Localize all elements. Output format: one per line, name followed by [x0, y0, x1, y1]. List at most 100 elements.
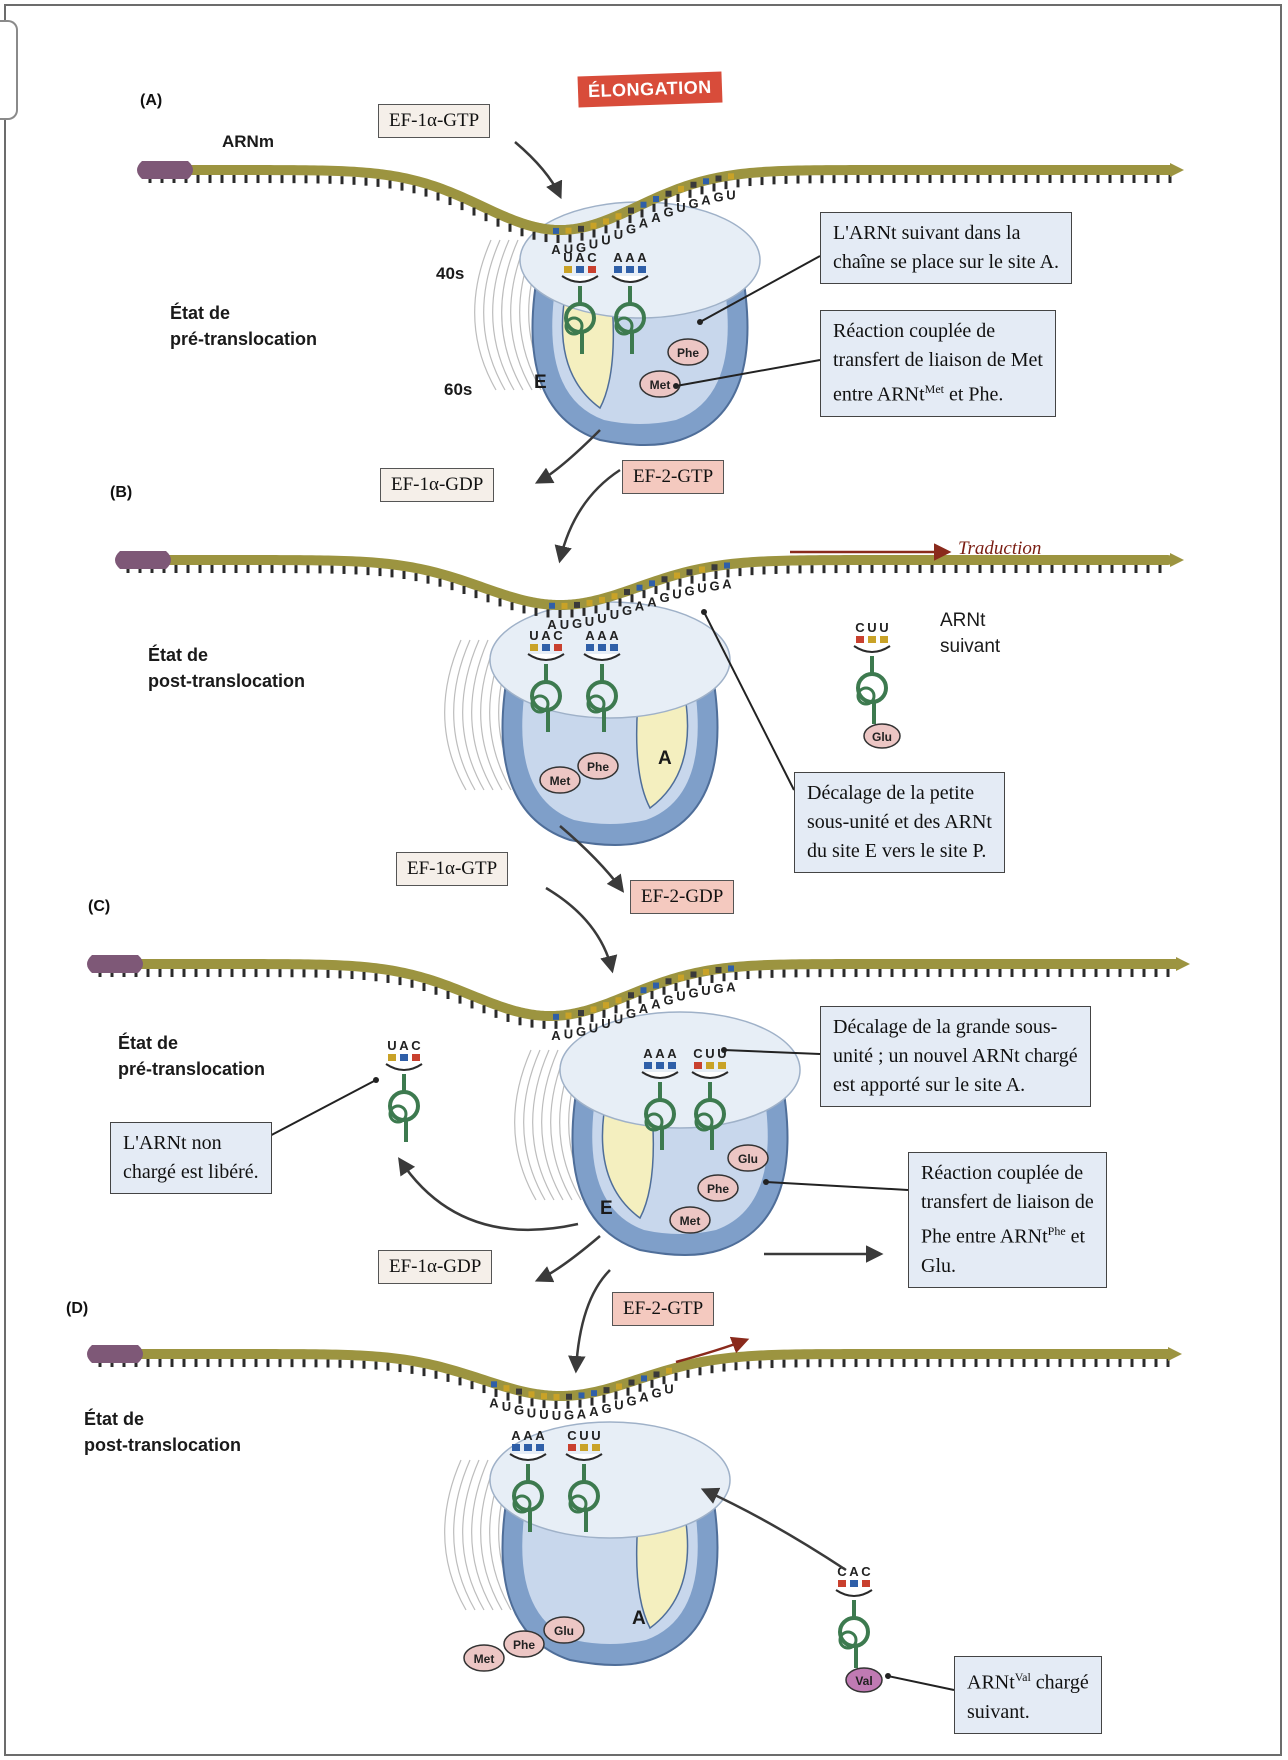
anticodon-base-mark: [838, 1580, 846, 1587]
anticodon-letter: C: [861, 1564, 871, 1579]
codon-base-mark: [616, 997, 622, 1003]
trna-arm: [386, 1064, 422, 1070]
codon-letter: A: [589, 1404, 599, 1419]
mrna-end-a: [1170, 163, 1184, 177]
leader-dot-b-shift: [701, 609, 707, 615]
codon-base-mark: [491, 1381, 497, 1387]
anticodon-base-mark: [542, 644, 550, 651]
codon-letter: G: [564, 1408, 574, 1423]
codon-base-mark: [579, 1392, 585, 1398]
trna-arm: [836, 1590, 872, 1596]
leader-b-shift: [704, 612, 794, 790]
factor-ef1-gdp-cd: EF-1α-GDP: [378, 1250, 492, 1284]
amino-acid-label-glu: Glu: [872, 730, 892, 744]
state-a-line1: État de: [170, 300, 317, 326]
note-b-line1: Décalage de la petite: [807, 779, 992, 808]
anticodon-letter: U: [879, 620, 888, 635]
codon-letter: A: [551, 242, 561, 257]
codon-letter: U: [601, 232, 610, 247]
factor-ef1-gtp-bc: EF-1α-GTP: [396, 852, 508, 886]
codon-letter: U: [664, 1382, 673, 1397]
anticodon-base-mark: [388, 1054, 396, 1061]
leader-dot-c-released: [373, 1077, 379, 1083]
codon-base-mark: [678, 975, 684, 981]
arrow-ab-ef1-out: [538, 430, 600, 482]
codon-letter: G: [663, 205, 673, 220]
codon-letter: G: [572, 616, 582, 631]
anticodon-base-mark: [580, 1444, 588, 1451]
panel-label-b: (B): [110, 484, 132, 502]
state-d-line1: État de: [84, 1406, 241, 1432]
codon-base-mark: [703, 178, 709, 184]
codon-base-mark: [641, 202, 647, 208]
codon-letter: A: [639, 216, 649, 231]
note-d-line1-sup: Val: [1015, 1670, 1031, 1684]
codon-letter: G: [576, 1024, 586, 1039]
codon-base-mark: [666, 191, 672, 197]
mrna-cap-d: [87, 1345, 143, 1363]
anticodon-base-mark: [868, 636, 876, 643]
anticodon-base-mark: [644, 1062, 652, 1069]
factor-ef1-gtp-a: EF-1α-GTP: [378, 104, 490, 138]
codon-base-mark: [574, 602, 580, 608]
state-c-line2: pré-translocation: [118, 1056, 265, 1082]
codon-base-mark: [641, 1375, 647, 1381]
anticodon-base-mark: [588, 266, 596, 273]
state-label-c: État de pré-translocation: [118, 1030, 265, 1082]
note-a1-line1: L'ARNt suivant dans la: [833, 219, 1059, 248]
anticodon-base-mark: [880, 636, 888, 643]
note-val-trna: ARNtVal chargé suivant.: [954, 1656, 1102, 1734]
anticodon-letter: U: [529, 628, 538, 643]
anticodon-letter: C: [567, 1428, 577, 1443]
codon-base-mark: [712, 564, 718, 570]
anticodon-base-mark: [694, 1062, 702, 1069]
note-met-transfer: Réaction couplée de transfert de liaison…: [820, 310, 1056, 417]
codon-base-mark: [699, 567, 705, 573]
arrow-ab-ef2-in: [560, 470, 620, 560]
codon-base-mark: [591, 1390, 597, 1396]
note-a2-line3: entre ARNtMet et Phe.: [833, 375, 1043, 410]
anticodon-base-mark: [586, 644, 594, 651]
anticodon-letter: A: [667, 1046, 677, 1061]
anticodon-base-mark: [512, 1444, 520, 1451]
codon-base-mark: [691, 971, 697, 977]
codon-letter: A: [577, 1406, 587, 1421]
anticodon-base-mark: [412, 1054, 420, 1061]
state-label-d: État de post-translocation: [84, 1406, 241, 1458]
anticodon-base-mark: [536, 1444, 544, 1451]
anticodon-base-mark: [530, 644, 538, 651]
note-c1-line3: est apporté sur le site A.: [833, 1071, 1078, 1100]
codon-letter: A: [489, 1395, 499, 1410]
state-label-b: État de post-translocation: [148, 642, 305, 694]
anticodon-letter: A: [625, 250, 635, 265]
anticodon-letter: A: [541, 628, 551, 643]
anticodon-letter: C: [693, 1046, 703, 1061]
mrna-cap-a: [137, 161, 193, 179]
note-c3-line4: Glu.: [921, 1252, 1094, 1281]
note-b-line2: sous-unité et des ARNt: [807, 808, 992, 837]
anticodon-base-mark: [564, 266, 572, 273]
codon-letter: A: [701, 192, 711, 207]
codon-base-mark: [612, 593, 618, 599]
codon-letter: G: [626, 1006, 636, 1021]
mrna-strand-d: [100, 1354, 1168, 1396]
codon-letter: G: [713, 190, 723, 205]
codon-letter: U: [597, 611, 606, 626]
mrna-label: ARNm: [222, 132, 274, 152]
codon-base-mark: [616, 213, 622, 219]
codon-letter: G: [663, 992, 673, 1007]
leader-c-released: [262, 1080, 376, 1140]
codon-letter: U: [601, 1016, 610, 1031]
codon-letter: A: [726, 979, 736, 994]
codon-base-mark: [628, 992, 634, 998]
leader-dot-d-val: [885, 1673, 891, 1679]
codon-base-mark: [566, 228, 572, 234]
note-small-subunit-shift: Décalage de la petite sous-unité et des …: [794, 772, 1005, 873]
state-d-line2: post-translocation: [84, 1432, 241, 1458]
codon-base-mark: [662, 576, 668, 582]
leader-c-react: [766, 1182, 908, 1190]
leader-dot-a-next: [697, 319, 703, 325]
codon-base-mark: [578, 226, 584, 232]
codon-base-mark: [637, 585, 643, 591]
anticodon-base-mark: [718, 1062, 726, 1069]
